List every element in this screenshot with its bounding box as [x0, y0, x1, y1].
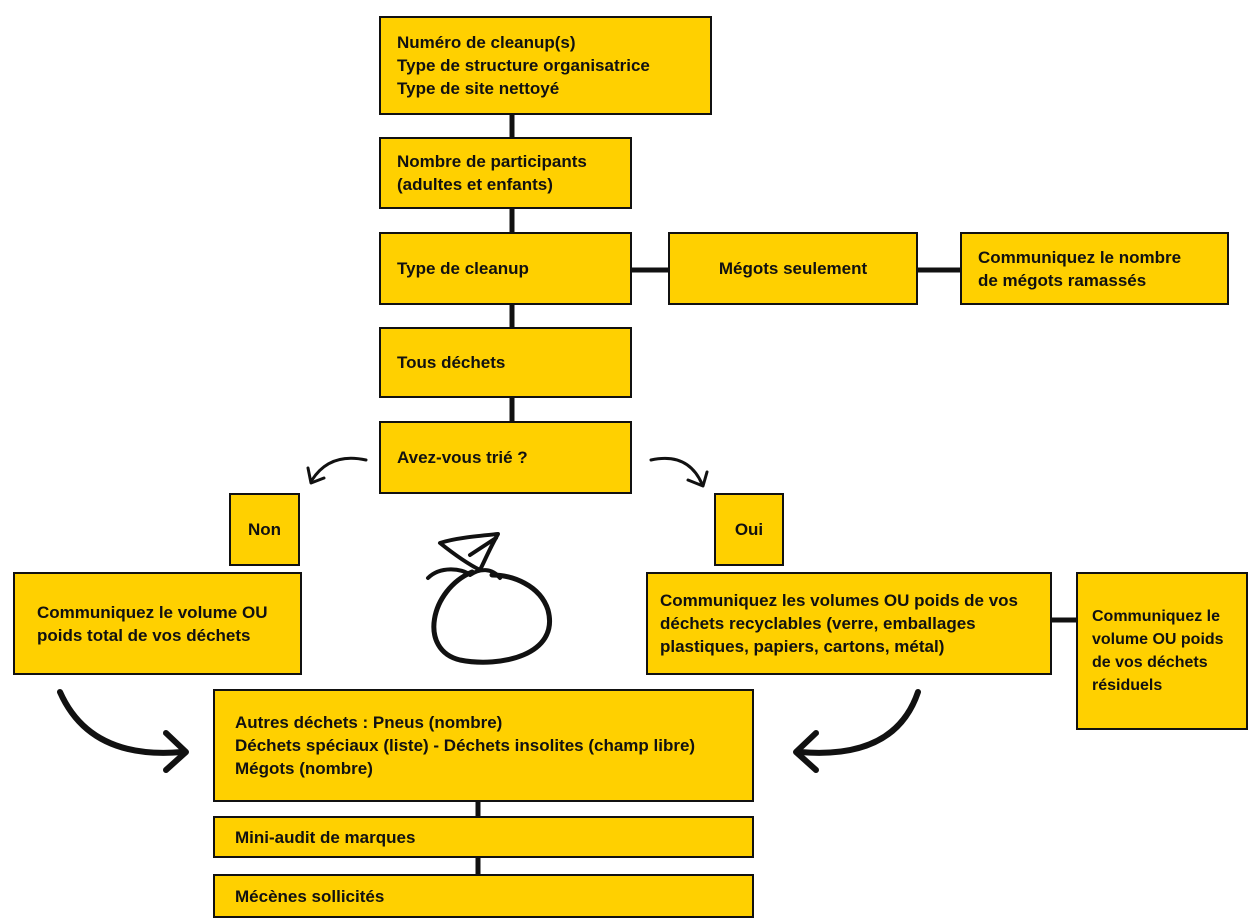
residual-label: Communiquez le — [1092, 608, 1221, 625]
yes-label: Oui — [734, 520, 764, 539]
sponsors-box: Mécènes sollicités — [213, 874, 754, 918]
residual-label-2: volume OU poids — [1092, 631, 1224, 648]
yes-box: Oui — [714, 493, 784, 566]
curved-arrow-icon — [649, 456, 709, 488]
participants-label: Nombre de participants — [397, 152, 587, 171]
curved-arrow-icon — [57, 689, 189, 773]
megots-only-box: Mégots seulement — [668, 232, 918, 305]
participants-detail-label: (adultes et enfants) — [397, 175, 553, 194]
recyclables-label: Communiquez les volumes OU poids de vos — [660, 591, 1019, 610]
trash-bag-icon — [426, 532, 553, 665]
site-type-label: Type de site nettoyé — [397, 79, 560, 98]
sponsors-label: Mécènes sollicités — [235, 886, 385, 906]
cleanup-number-label: Numéro de cleanup(s) — [397, 33, 576, 52]
brand-audit-label: Mini-audit de marques — [235, 827, 416, 847]
all-waste-box: Tous déchets — [379, 327, 632, 398]
residual-box: Communiquez le volume OU poids de vos dé… — [1076, 572, 1248, 730]
tires-label: Autres déchets : Pneus (nombre) — [235, 713, 503, 732]
no-box: Non — [229, 493, 300, 566]
megots-count-box: Communiquez le nombre de mégots ramassés — [960, 232, 1229, 305]
megots-count-label: Communiquez le nombre — [978, 247, 1182, 267]
cleanup-type-box: Type de cleanup — [379, 232, 632, 305]
sorted-question-box: Avez-vous trié ? — [379, 421, 632, 494]
brand-audit-box: Mini-audit de marques — [213, 816, 754, 858]
megots-count-label-2: de mégots ramassés — [978, 270, 1147, 290]
megots-only-label: Mégots seulement — [718, 259, 868, 278]
curved-arrow-icon — [306, 456, 368, 485]
total-volume-label-2: poids total de vos déchets — [37, 625, 251, 645]
other-waste-box: Autres déchets : Pneus (nombre) Déchets … — [213, 689, 754, 802]
recyclables-label-3: plastiques, papiers, cartons, métal) — [660, 637, 945, 656]
total-volume-label: Communiquez le volume OU — [37, 602, 268, 622]
special-waste-label: Déchets spéciaux (liste) - Déchets insol… — [235, 736, 696, 755]
header-box: Numéro de cleanup(s) Type de structure o… — [379, 16, 712, 115]
total-volume-box: Communiquez le volume OU poids total de … — [13, 572, 302, 675]
sorted-question-label: Avez-vous trié ? — [397, 448, 528, 467]
recyclables-label-2: déchets recyclables (verre, emballages — [660, 614, 976, 633]
recyclables-box: Communiquez les volumes OU poids de vos … — [646, 572, 1052, 675]
cigarette-butts-label: Mégots (nombre) — [235, 759, 373, 778]
no-label: Non — [247, 520, 282, 539]
residual-label-3: de vos déchets — [1092, 654, 1208, 671]
curved-arrow-icon — [793, 689, 921, 773]
participants-box: Nombre de participants (adultes et enfan… — [379, 137, 632, 209]
all-waste-label: Tous déchets — [397, 353, 506, 372]
cleanup-type-label: Type de cleanup — [397, 259, 529, 278]
residual-label-4: résiduels — [1092, 677, 1163, 694]
structure-type-label: Type de structure organisatrice — [397, 56, 650, 75]
